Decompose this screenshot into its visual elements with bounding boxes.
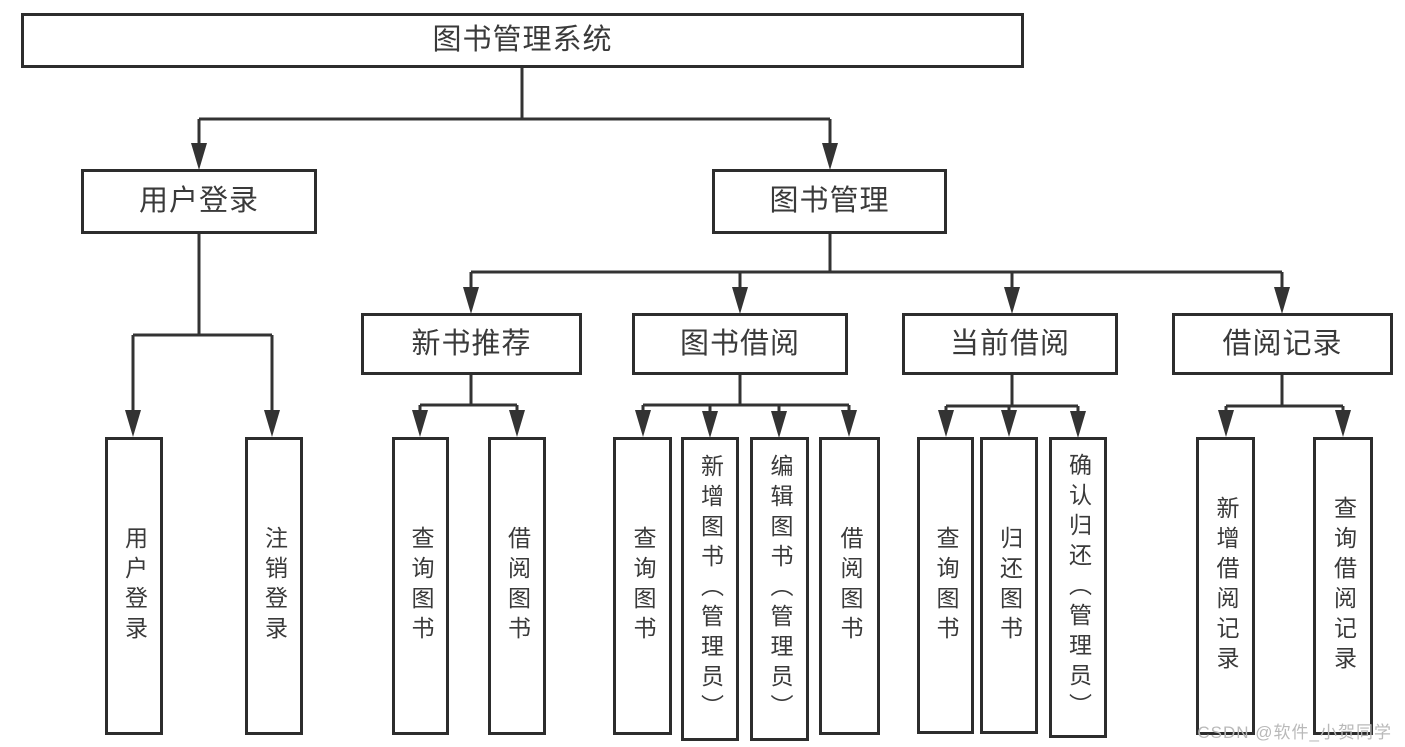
leaf-logout: 注销登录 (245, 437, 303, 735)
leaf-borrow-books-1: 借阅图书 (488, 437, 546, 735)
node-library-management-system: 图书管理系统 (21, 13, 1024, 68)
node-label: 借阅记录 (1222, 327, 1343, 360)
leaf-label: 新增借阅记录 (1213, 496, 1239, 676)
leaf-edit-book-admin: 编辑图书（管理员） (750, 437, 809, 741)
leaf-query-books-3: 查询图书 (917, 437, 974, 734)
leaf-query-books-2: 查询图书 (613, 437, 672, 735)
node-book-borrowing: 图书借阅 (632, 313, 848, 375)
node-label: 当前借阅 (949, 327, 1070, 360)
leaf-label: 用户登录 (121, 526, 148, 646)
leaf-label: 借阅图书 (504, 526, 531, 646)
leaf-return-book: 归还图书 (980, 437, 1038, 734)
leaf-label: 编辑图书（管理员） (767, 454, 793, 724)
leaf-confirm-return-admin: 确认归还（管理员） (1049, 437, 1107, 738)
leaf-label: 查询借阅记录 (1330, 496, 1357, 676)
leaf-label: 新增图书（管理员） (697, 454, 724, 724)
leaf-label: 注销登录 (261, 526, 288, 646)
leaf-label: 查询图书 (933, 525, 959, 646)
node-borrowing-records: 借阅记录 (1172, 313, 1393, 375)
node-label: 图书管理 (769, 185, 890, 217)
node-new-book-recommendation: 新书推荐 (361, 313, 582, 375)
leaf-add-borrow-record: 新增借阅记录 (1196, 437, 1255, 735)
leaf-label: 查询图书 (408, 526, 434, 646)
leaf-label: 借阅图书 (837, 526, 863, 646)
node-label: 新书推荐 (411, 327, 532, 360)
node-user-login: 用户登录 (81, 169, 317, 234)
node-book-management: 图书管理 (712, 169, 947, 234)
node-label: 图书借阅 (679, 327, 800, 360)
node-label: 图书管理系统 (432, 24, 613, 56)
node-label: 用户登录 (138, 185, 259, 217)
arrowheads (125, 143, 1351, 438)
leaf-label: 确认归还（管理员） (1065, 452, 1092, 723)
leaf-borrow-books-2: 借阅图书 (819, 437, 880, 735)
leaf-label: 归还图书 (996, 525, 1023, 646)
leaf-user-login: 用户登录 (105, 437, 163, 735)
leaf-query-books-1: 查询图书 (392, 437, 449, 735)
leaf-label: 查询图书 (630, 526, 656, 646)
leaf-add-book-admin: 新增图书（管理员） (681, 437, 739, 741)
csdn-watermark: CSDN @软件_小贺同学 (1197, 723, 1392, 742)
node-current-borrowing: 当前借阅 (902, 313, 1118, 375)
leaf-query-borrow-record: 查询借阅记录 (1313, 437, 1373, 735)
